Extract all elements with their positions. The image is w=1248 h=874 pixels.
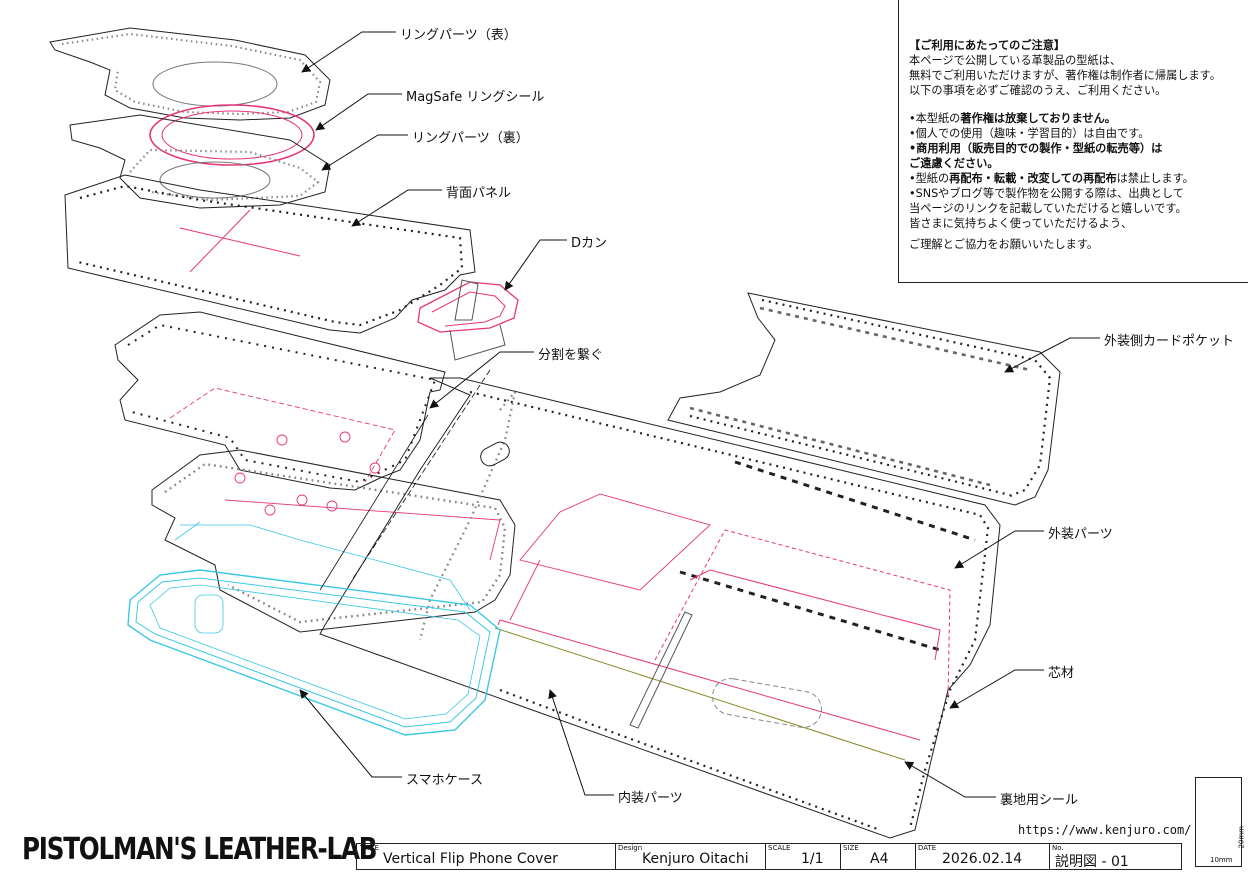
- label-lining-seal: 裏地用シール: [1000, 793, 1079, 808]
- outer-card-pocket-part: [667, 292, 1061, 506]
- brand-logo: PISTOLMAN'S LEATHER-LAB: [22, 832, 378, 867]
- scale-20mm: 20mm: [1238, 826, 1246, 849]
- designer-name: Kenjuro Oitachi: [642, 851, 749, 867]
- scale-cell: SCALE 1/1: [765, 844, 841, 869]
- size-value: A4: [870, 851, 889, 867]
- label-core-material: 芯材: [1048, 666, 1075, 681]
- label-ring-back: リングパーツ（裏）: [412, 131, 529, 146]
- notice-rule-commercial-2: ご遠慮ください。: [909, 157, 999, 170]
- notice-rule-personal: •個人での使用（趣味・学習目的）は自由です。: [909, 127, 1150, 140]
- scale-10mm: 10mm: [1210, 856, 1233, 864]
- split-panel-part: [114, 311, 446, 491]
- d-ring-part: [417, 279, 519, 361]
- notice-rule-copyright: •本型紙の著作権は放棄しておりません。: [909, 112, 1116, 125]
- site-url: https://www.kenjuro.com/: [1018, 823, 1192, 837]
- label-outer-parts: 外装パーツ: [1048, 527, 1113, 542]
- label-d-ring: Dカン: [571, 236, 608, 251]
- drawing-number: 説明図 - 01: [1055, 854, 1129, 870]
- title-cell: TITLE Vertical Flip Phone Cover: [357, 844, 616, 869]
- notice-rule-commercial: •商用利用（販売目的での製作・型紙の転売等）は: [909, 142, 1163, 155]
- drawing-title: Vertical Flip Phone Cover: [383, 851, 558, 867]
- date-cell: DATE 2026.02.14: [915, 844, 1050, 869]
- leader-lines: [299, 31, 1100, 798]
- label-ring-front: リングパーツ（表）: [400, 28, 517, 43]
- notice-title: 【ご利用にあたってのご注意】: [909, 39, 1066, 52]
- label-back-panel: 背面パネル: [446, 186, 512, 201]
- date-value: 2026.02.14: [942, 851, 1023, 867]
- notice-line: 無料でご利用いただけますが、著作権は制作者に帰属します。: [909, 69, 1221, 82]
- usage-notice: 【ご利用にあたってのご注意】 本ページで公開している革製品の型紙は、 無料でご利…: [898, 0, 1248, 283]
- number-cell: No. 説明図 - 01: [1052, 844, 1129, 870]
- size-cell: SIZE A4: [840, 844, 916, 869]
- label-join-split: 分割を繋ぐ: [538, 348, 604, 363]
- notice-rule-sns: 当ページのリンクを記載していただけると嬉しいです。: [909, 202, 1187, 215]
- inner-panel-part: [151, 449, 516, 633]
- scale-reference-box: 20mm 10mm: [1195, 777, 1246, 867]
- notice-rule-sns: •SNSやブログ等で製作物を公開する際は、出典として: [909, 187, 1184, 200]
- notice-line: 以下の事項を必ずご確認のうえ、ご利用ください。: [909, 84, 1167, 97]
- notice-closing: ご理解とご協力をお願いいたします。: [909, 238, 1099, 251]
- phone-case-part: [127, 521, 501, 736]
- design-cell: Design Kenjuro Oitachi: [615, 844, 766, 869]
- title-block: TITLE Vertical Flip Phone Cover Design K…: [356, 843, 1182, 870]
- magsafe-seal-part: [149, 104, 315, 166]
- ring-back-part: [69, 114, 331, 209]
- ring-front-part: [49, 27, 331, 121]
- label-phone-case: スマホケース: [406, 773, 483, 788]
- notice-line: 本ページで公開している革製品の型紙は、: [909, 54, 1122, 67]
- label-outer-card-pocket: 外装側カードポケット: [1104, 334, 1235, 349]
- scale-value: 1/1: [801, 851, 824, 867]
- notice-rule-sns: 皆さまに気持ちよく使っていただけるよう、: [909, 217, 1133, 230]
- label-magsafe-seal: MagSafe リングシール: [406, 90, 545, 105]
- notice-rule-redistribution: •型紙の再配布・転載・改変しての再配布は禁止します。: [909, 172, 1194, 185]
- back-panel-part: [64, 174, 476, 334]
- label-inner-parts: 内装パーツ: [618, 791, 683, 806]
- outer-part: [319, 377, 1001, 839]
